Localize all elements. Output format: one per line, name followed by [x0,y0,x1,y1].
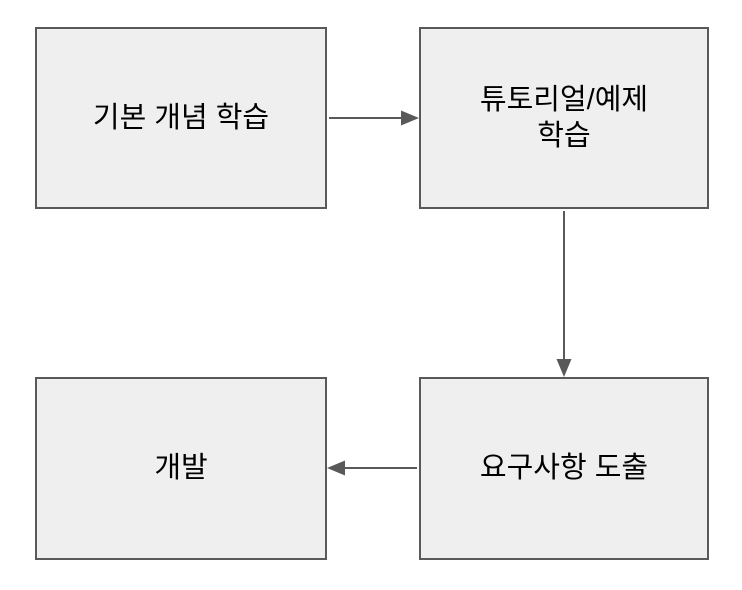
flow-node-development: 개발 [35,377,327,560]
flow-node-basic-concepts: 기본 개념 학습 [35,27,327,209]
node-label-tutorial-examples: 튜토리얼/예제 학습 [479,83,649,152]
node-label-requirements: 요구사항 도출 [479,452,649,485]
arrow-requirements-to-development [327,460,417,476]
flow-node-requirements: 요구사항 도출 [419,377,709,560]
flow-node-tutorial-examples: 튜토리얼/예제 학습 [419,27,709,209]
arrow-tutorial-to-requirements [556,211,572,377]
node-label-development: 개발 [154,452,208,485]
node-label-basic-concepts: 기본 개념 학습 [92,101,270,134]
arrow-basic-to-tutorial [329,110,419,126]
